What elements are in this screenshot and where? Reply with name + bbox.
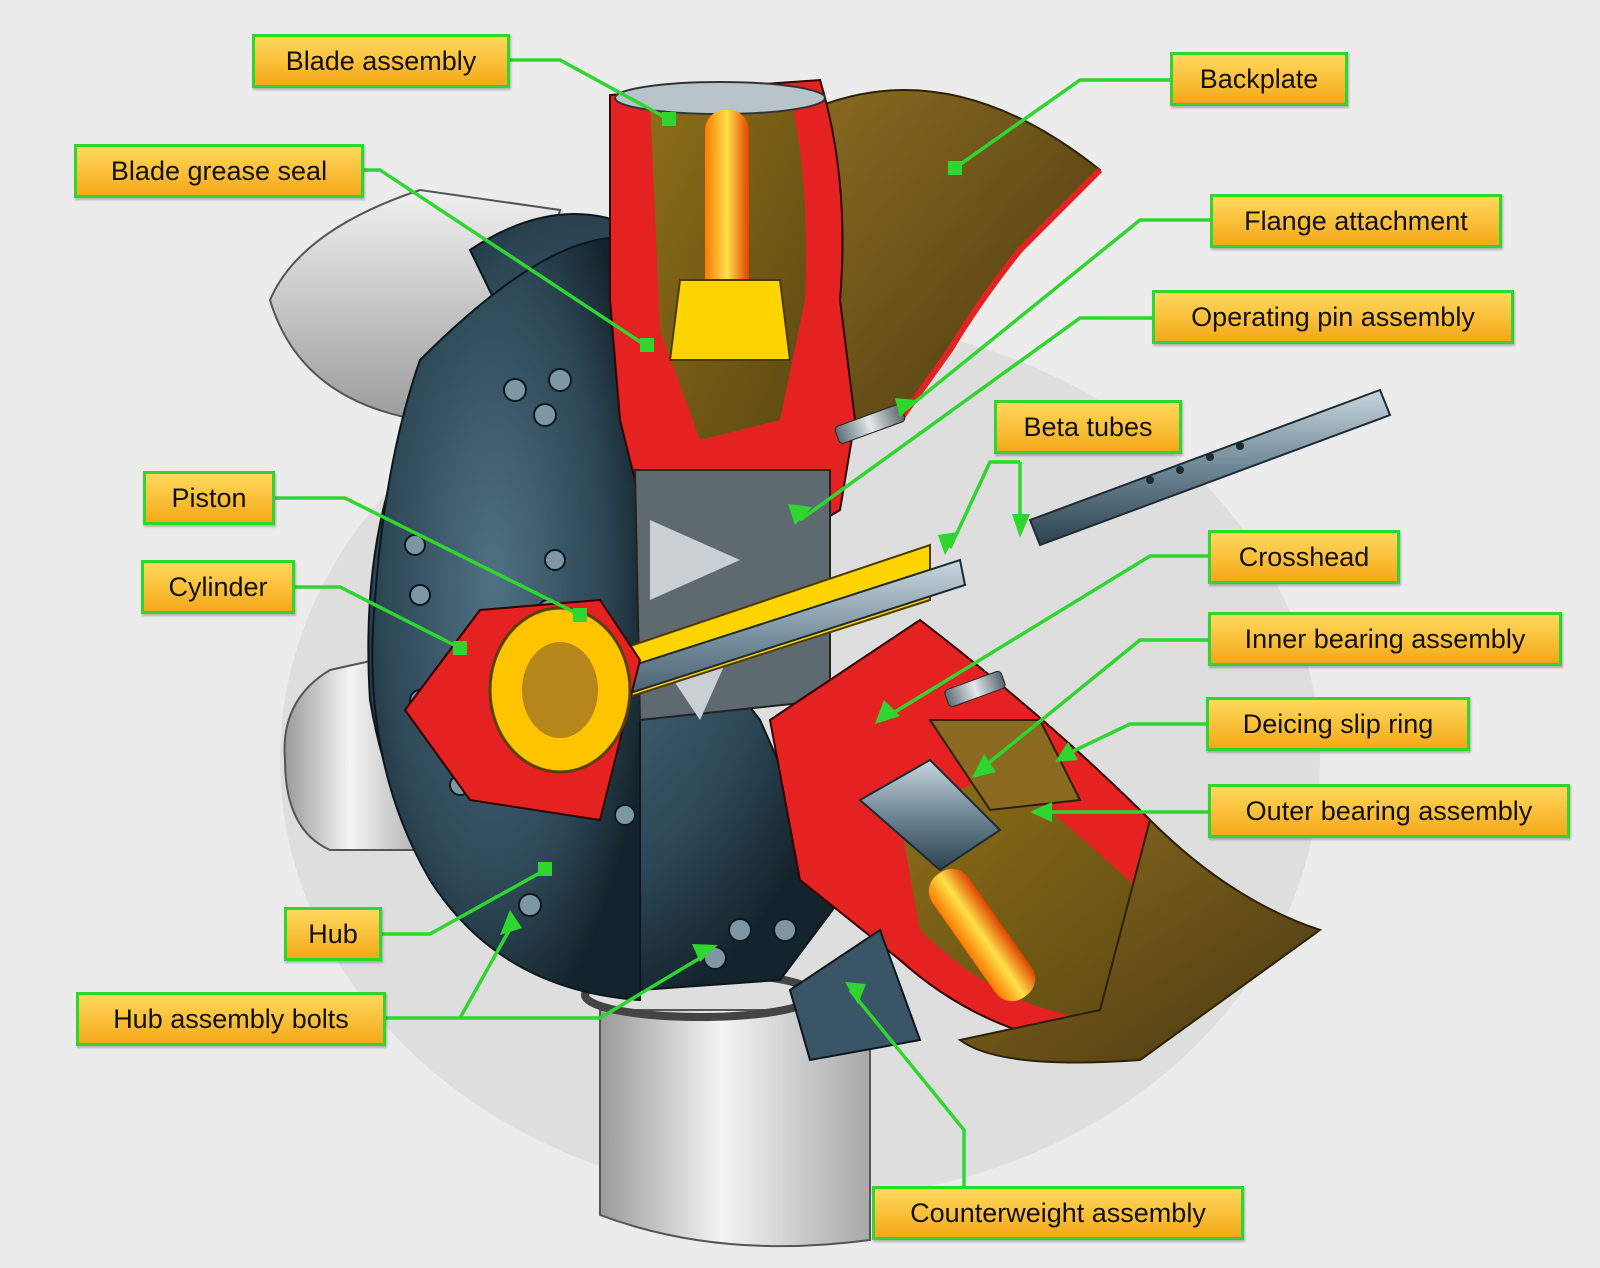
- label-piston: Piston: [143, 471, 275, 525]
- label-hub: Hub: [284, 907, 382, 961]
- piston-bore: [522, 642, 598, 738]
- upper-pin-base: [668, 279, 792, 361]
- beta-tube-holes: [1146, 442, 1244, 484]
- upper-blade-tip-opening: [614, 81, 826, 115]
- label-hub-assembly-bolts: Hub assembly bolts: [76, 992, 386, 1046]
- backplate-rim: [897, 167, 1103, 422]
- leader-lines: [275, 58, 1210, 1186]
- label-outer-bearing-assembly: Outer bearing assembly: [1208, 784, 1570, 838]
- bottom-blade: [599, 1009, 871, 1248]
- leader-markers: [453, 112, 962, 876]
- label-deicing-slip-ring: Deicing slip ring: [1206, 697, 1470, 751]
- label-inner-bearing-assembly: Inner bearing assembly: [1208, 612, 1562, 666]
- label-operating-pin-assembly: Operating pin assembly: [1152, 290, 1514, 344]
- label-cylinder: Cylinder: [141, 560, 295, 614]
- lower-flange-screw: [944, 670, 1006, 708]
- slip-ring-block: [928, 719, 1082, 812]
- lower-bearing-block: [858, 758, 1002, 872]
- beta-tube-extended: [1028, 388, 1392, 547]
- label-beta-tubes: Beta tubes: [994, 400, 1182, 454]
- label-blade-assembly: Blade assembly: [252, 34, 510, 88]
- lower-blade-outer: [957, 818, 1323, 1064]
- label-backplate: Backplate: [1170, 52, 1348, 106]
- label-blade-grease-seal: Blade grease seal: [74, 144, 364, 198]
- leader-arrowheads: [500, 398, 1078, 1004]
- label-counterweight-assembly: Counterweight assembly: [872, 1186, 1244, 1240]
- lower-operating-pin: [928, 868, 1036, 1002]
- label-flange-attachment: Flange attachment: [1210, 194, 1502, 248]
- label-crosshead: Crosshead: [1208, 530, 1400, 584]
